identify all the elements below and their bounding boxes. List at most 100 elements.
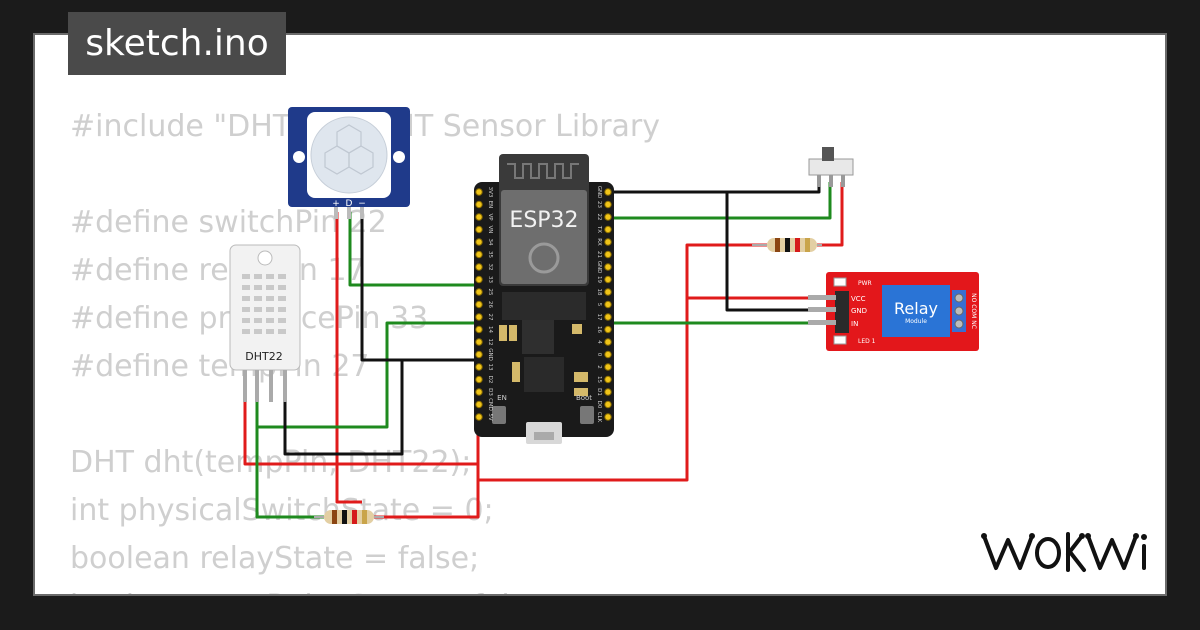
esp32-pin-label: 19 xyxy=(596,276,602,283)
boot-button[interactable] xyxy=(580,406,594,424)
esp32-label: ESP32 xyxy=(509,208,578,233)
dht22-sensor[interactable]: DHT22 xyxy=(229,244,301,402)
boot-label: Boot xyxy=(576,394,592,402)
wire-black xyxy=(360,212,478,362)
esp32-pin-label: D1 xyxy=(596,388,602,396)
relay-subtitle: Module xyxy=(905,318,927,325)
esp32-pin-label: TX xyxy=(596,225,602,233)
esp32-pin-left[interactable] xyxy=(475,238,483,246)
wire-black xyxy=(725,192,829,312)
esp32-pin-right[interactable] xyxy=(604,350,612,359)
esp32-pin-label: 18 xyxy=(596,289,602,296)
esp32-pin-left[interactable] xyxy=(475,313,483,321)
esp32-pin-right[interactable] xyxy=(604,325,612,334)
esp32-pin-label: 25 xyxy=(487,289,493,296)
esp32-pin-right[interactable] xyxy=(604,338,612,346)
esp32-pin-label: CMD xyxy=(487,398,493,411)
esp32-pin-left[interactable] xyxy=(475,388,483,396)
esp32-pin-right[interactable] xyxy=(604,288,612,296)
esp32-pin-right[interactable] xyxy=(604,400,612,409)
esp32-pin-label: 17 xyxy=(596,314,602,321)
esp32-pin-label: 2 xyxy=(596,365,602,369)
code-line: int physicalSwitchState = 0; xyxy=(70,493,494,528)
esp32-pin-right[interactable] xyxy=(604,200,612,209)
en-button[interactable] xyxy=(492,406,506,424)
esp32-pin-label: 14 xyxy=(487,326,493,333)
esp32-pin-label: GND xyxy=(487,348,493,361)
resistor-top[interactable] xyxy=(752,238,822,252)
wire-black xyxy=(607,182,821,194)
relay-pin-label: IN xyxy=(851,320,858,328)
esp32-pin-right[interactable] xyxy=(604,375,612,384)
sketch-window: #include "DHT.h" // DHT Sensor Library #… xyxy=(33,33,1167,596)
esp32-pin-label: GND xyxy=(596,186,602,199)
relay-module[interactable]: VCC GND IN PWR LED 1 Relay Module NO COM… xyxy=(808,272,979,351)
en-label: EN xyxy=(497,394,507,402)
esp32-left-pins: 3V3ENVPVN343532332526271412GND13D2D3CMD5… xyxy=(475,187,493,421)
esp32-pin-left[interactable] xyxy=(475,375,483,384)
dht22-label: DHT22 xyxy=(245,350,282,363)
esp32-pin-left[interactable] xyxy=(475,200,483,209)
wire-black xyxy=(283,360,404,456)
esp32-pin-label: 15 xyxy=(596,376,602,383)
esp32-pin-right[interactable] xyxy=(604,413,612,421)
switch-knob xyxy=(822,147,834,161)
esp32-pin-right[interactable] xyxy=(604,388,612,396)
esp32-pin-left[interactable] xyxy=(475,400,483,409)
espressif-logo-icon xyxy=(528,242,560,274)
status-led xyxy=(833,335,847,345)
wire-green xyxy=(255,427,324,519)
esp32-pin-right[interactable] xyxy=(604,275,612,284)
esp32-pin-left[interactable] xyxy=(475,188,483,196)
led-label: LED 1 xyxy=(858,338,876,345)
esp32-pin-left[interactable] xyxy=(475,363,483,371)
esp32-pin-left[interactable] xyxy=(475,338,483,346)
esp32-pin-left[interactable] xyxy=(475,288,483,296)
wire-red xyxy=(374,464,480,519)
esp32-pin-right[interactable] xyxy=(604,313,612,321)
esp32-pin-label: 3V3 xyxy=(487,187,493,198)
esp32-pin-left[interactable] xyxy=(475,413,483,421)
esp32-pin-right[interactable] xyxy=(604,300,612,309)
esp32-pin-label: VP xyxy=(487,213,493,221)
esp32-pin-label: 35 xyxy=(487,251,493,258)
esp32-pin-label: GND xyxy=(596,261,602,274)
esp32-pin-left[interactable] xyxy=(475,275,483,284)
esp32-pin-right[interactable] xyxy=(604,363,612,371)
pwr-led xyxy=(833,277,847,287)
relay-pin-label: VCC xyxy=(851,295,866,303)
slide-switch[interactable] xyxy=(808,147,854,187)
esp32-pin-label: 21 xyxy=(596,251,602,258)
esp32-pin-right[interactable] xyxy=(604,263,612,271)
esp32-pin-label: RX xyxy=(596,238,602,246)
esp32-pin-left[interactable] xyxy=(475,250,483,259)
esp32-pin-right[interactable] xyxy=(604,213,612,221)
file-tab[interactable]: sketch.ino xyxy=(68,12,286,75)
esp32-pin-left[interactable] xyxy=(475,350,483,359)
esp32-pin-left[interactable] xyxy=(475,225,483,234)
wire-red xyxy=(335,212,362,504)
esp32-pin-left[interactable] xyxy=(475,213,483,221)
esp32-pin-label: 23 xyxy=(596,201,602,208)
pir-sensor[interactable]: + D − xyxy=(288,107,410,219)
wire-green xyxy=(255,321,478,429)
esp32-pin-right[interactable] xyxy=(604,225,612,234)
esp32-pin-right[interactable] xyxy=(604,250,612,259)
relay-pin-label: GND xyxy=(851,307,867,315)
esp32-pin-label: 34 xyxy=(487,239,493,246)
esp32-pin-label: 33 xyxy=(487,276,493,283)
esp32-pin-left[interactable] xyxy=(475,263,483,271)
esp32-pin-left[interactable] xyxy=(475,325,483,334)
code-line: #define switchPin 22 xyxy=(70,205,387,240)
esp32-board[interactable]: ESP32 EN Boot 3V3ENVPVN34353233252627141… xyxy=(474,154,614,444)
resistor-bottom[interactable] xyxy=(314,510,384,524)
esp32-pin-label: 13 xyxy=(487,364,493,371)
code-line: boolean relayState = false; xyxy=(70,541,480,576)
esp32-pin-right[interactable] xyxy=(604,188,612,196)
esp32-pin-right[interactable] xyxy=(604,238,612,246)
esp32-pin-label: D0 xyxy=(596,401,602,409)
esp32-pin-left[interactable] xyxy=(475,300,483,309)
esp32-pin-label: VN xyxy=(487,226,493,234)
esp32-pin-label: 4 xyxy=(596,340,602,344)
